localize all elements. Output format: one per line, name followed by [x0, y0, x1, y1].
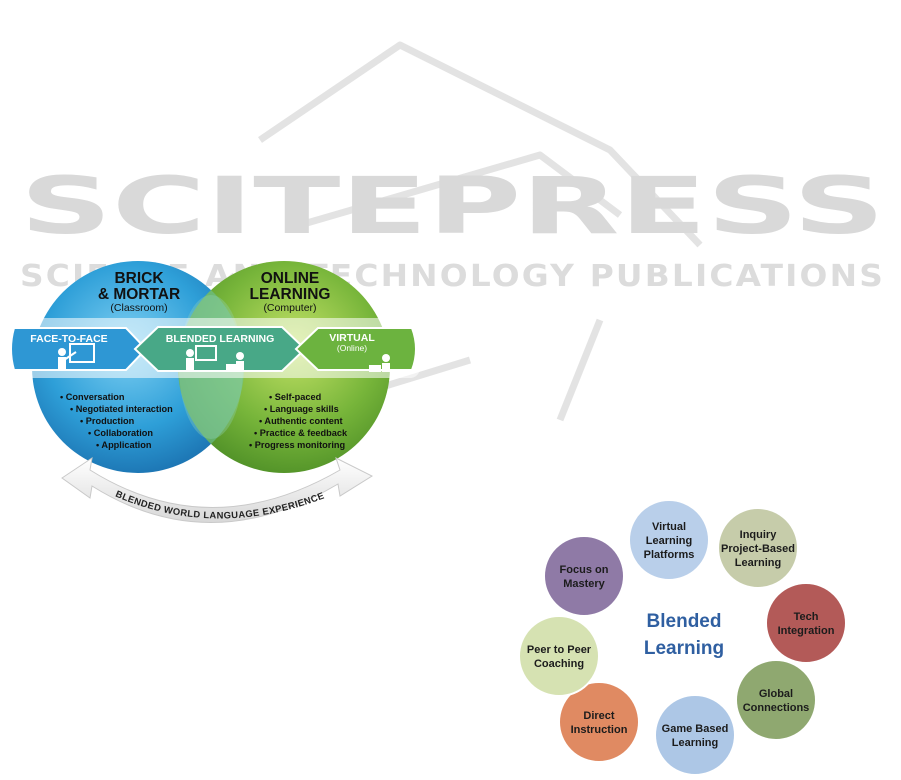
circle-node-label: Learning [646, 535, 692, 547]
teacher-board-icon [58, 343, 95, 369]
circle-node-shape [628, 499, 710, 581]
circle-node-shape [735, 659, 817, 741]
left-bullet-4: • Collaboration [88, 428, 153, 438]
circle-node-label: Peer to Peer [527, 644, 592, 656]
circle-node-label: Connections [743, 702, 810, 714]
brick-title-1: BRICK [114, 270, 164, 287]
blended-learning-arrow: BLENDED LEARNING [133, 326, 307, 372]
online-title-2: LEARNING [250, 286, 331, 303]
circle-node-label: Instruction [571, 724, 628, 736]
circle-node-label: Learning [672, 737, 718, 749]
left-bullet-1: • Conversation [60, 392, 125, 402]
circle-node-label: Mastery [563, 578, 605, 590]
online-title-1: ONLINE [261, 270, 320, 287]
circle-node-label: Platforms [644, 549, 695, 561]
left-bullet-list: • Conversation • Negotiated interaction … [60, 392, 173, 450]
teacher-laptop-icon [186, 345, 244, 370]
virtual-sublabel: (Online) [337, 343, 367, 353]
circle-node-label: Game Based [662, 723, 729, 735]
circle-node-label: Learning [735, 557, 781, 569]
circle-node-label: Inquiry [740, 529, 778, 541]
circle-node-label: Global [759, 688, 793, 700]
virtual-arrow: VIRTUAL (Online) [294, 327, 417, 372]
right-bullet-list: • Self-paced • Language skills • Authent… [249, 392, 348, 450]
face-to-face-label: FACE-TO-FACE [30, 333, 107, 345]
circle-node-shape [518, 615, 600, 697]
brick-title-2: & MORTAR [98, 286, 180, 303]
right-bullet-2: • Language skills [264, 404, 339, 414]
circle-center-title-2: Learning [644, 638, 724, 659]
face-to-face-arrow: FACE-TO-FACE [10, 327, 148, 371]
circle-node-label: Project-Based [721, 543, 795, 555]
left-bullet-5: • Application [96, 440, 152, 450]
virtual-label: VIRTUAL [329, 332, 375, 344]
online-subtitle: (Computer) [263, 302, 316, 314]
right-bullet-5: • Progress monitoring [249, 440, 345, 450]
circle-node-shape [543, 535, 625, 617]
brick-subtitle: (Classroom) [110, 302, 167, 314]
right-bullet-4: • Practice & feedback [254, 428, 348, 438]
circle-node-label: Coaching [534, 658, 584, 670]
laptop-user-icon [369, 354, 390, 372]
circle-node-focus-on-mastery: Focus on Mastery [543, 535, 625, 617]
circle-node-shape [717, 507, 799, 589]
circle-node-label: Direct [583, 710, 615, 722]
left-bullet-3: • Production [80, 416, 135, 426]
circle-node-label: Tech [794, 611, 819, 623]
blended-learning-label: BLENDED LEARNING [166, 333, 275, 345]
circle-nodes: VirtualLearningPlatformsInquiryProject-B… [518, 499, 847, 776]
circle-node-shape [765, 582, 847, 664]
circle-node-shape [654, 694, 736, 776]
right-bullet-1: • Self-paced [269, 392, 321, 402]
left-bullet-2: • Negotiated interaction [70, 404, 173, 414]
circle-node-label: Integration [778, 625, 835, 637]
right-bullet-3: • Authentic content [259, 416, 343, 426]
circle-node-label: Focus on [560, 564, 609, 576]
watermark-main: SCITEPRESS [20, 162, 885, 252]
circle-center-title-1: Blended [647, 611, 722, 632]
circle-node-label: Virtual [652, 521, 686, 533]
circle-node-shape [558, 681, 640, 763]
